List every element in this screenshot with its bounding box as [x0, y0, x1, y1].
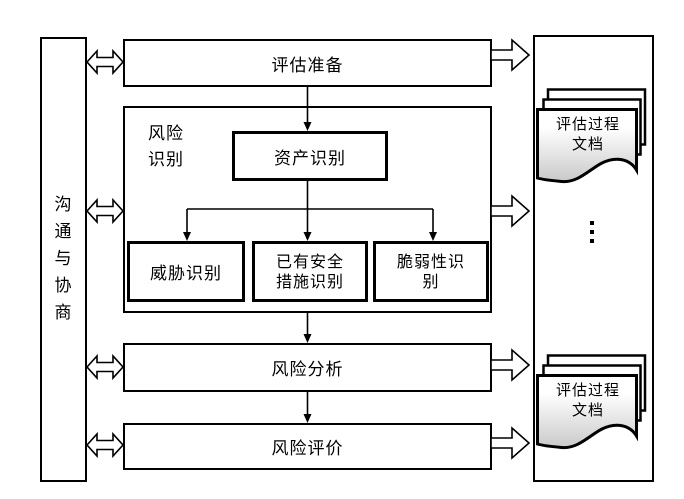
- more-documents-ellipsis-icon: [590, 221, 595, 243]
- security-measures-identification-label: 已有安全措施识别: [275, 251, 344, 291]
- document-stack-bottom: 评估过程 文档: [536, 353, 648, 450]
- bidirectional-arrow-icon: [86, 431, 124, 459]
- threat-identification-label: 威胁识别: [150, 264, 222, 284]
- risk-analysis-box: 风险分析: [123, 343, 492, 392]
- document-stack-top: 评估过程 文档: [536, 87, 648, 184]
- document-label-line1: 评估过程: [555, 381, 620, 399]
- asset-identification-label: 资产识别: [274, 148, 346, 169]
- risk-evaluation-label: 风险评价: [271, 439, 344, 459]
- communication-bar: 沟通与协商: [40, 37, 87, 482]
- output-arrow-icon: [491, 426, 531, 460]
- output-arrow-icon: [491, 38, 531, 72]
- bidirectional-arrow-icon: [86, 197, 124, 225]
- document-icon: [536, 88, 647, 184]
- threat-identification-box: 威胁识别: [127, 241, 245, 302]
- security-measures-identification-box: 已有安全措施识别: [252, 241, 368, 302]
- document-icon: [536, 354, 647, 450]
- document-stack-top-label: 评估过程 文档: [538, 114, 638, 154]
- risk-identification-label: 风险识别: [148, 124, 184, 170]
- bidirectional-arrow-icon: [86, 48, 124, 76]
- output-arrow-icon: [491, 194, 531, 228]
- communication-bar-label: 沟通与协商: [54, 195, 73, 323]
- vulnerability-identification-box: 脆弱性识别: [373, 241, 489, 302]
- document-label-line2: 文档: [571, 135, 604, 153]
- document-label-line2: 文档: [571, 401, 604, 419]
- risk-analysis-label: 风险分析: [271, 360, 344, 380]
- vulnerability-identification-label: 脆弱性识别: [396, 251, 465, 291]
- risk-evaluation-box: 风险评价: [123, 423, 492, 470]
- output-arrow-icon: [491, 348, 531, 382]
- document-stack-bottom-label: 评估过程 文档: [538, 380, 638, 420]
- stage-assessment-preparation-label: 评估准备: [271, 55, 344, 76]
- document-label-line1: 评估过程: [555, 115, 620, 133]
- bidirectional-arrow-icon: [86, 353, 124, 381]
- asset-identification-box: 资产识别: [232, 131, 388, 181]
- stage-assessment-preparation: 评估准备: [123, 39, 492, 87]
